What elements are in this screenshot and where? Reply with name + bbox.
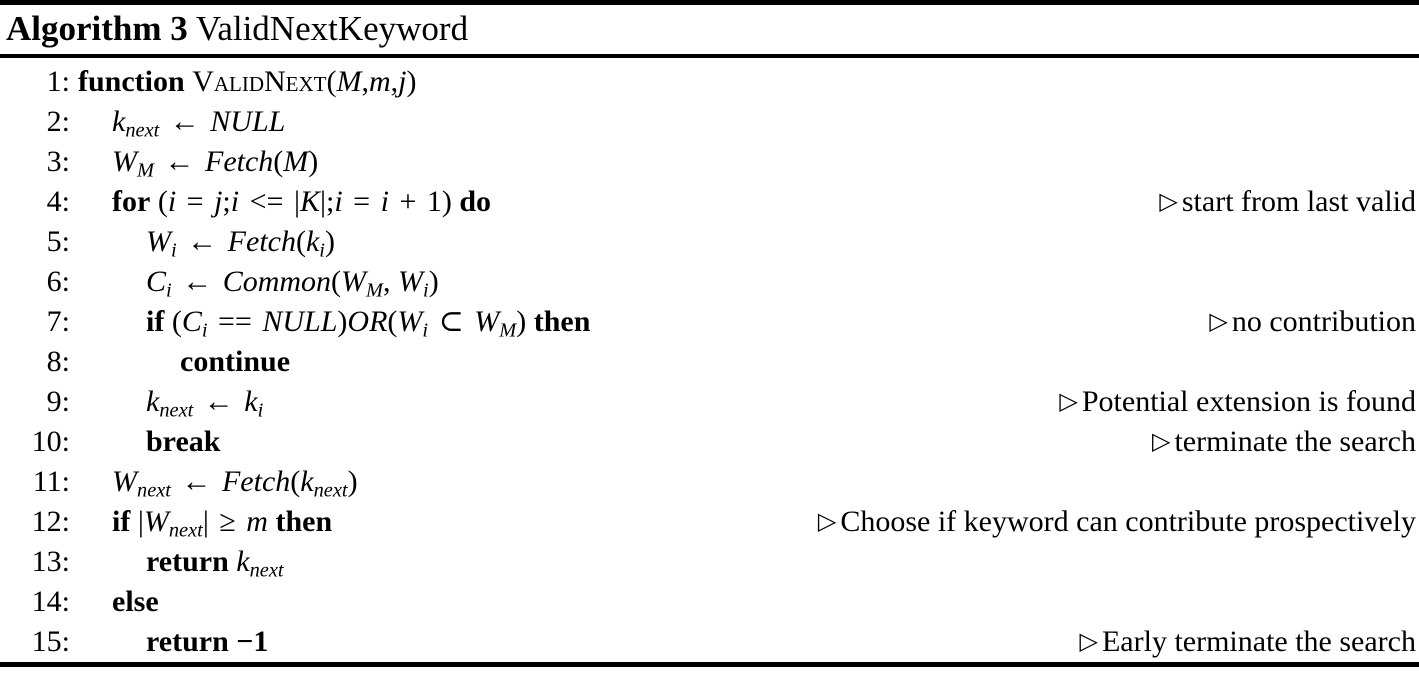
line-comment: ▷Early terminate the search — [1080, 622, 1416, 664]
comment-text: Choose if keyword can contribute prospec… — [840, 505, 1416, 538]
algorithm-line: 7: if (Ci == NULL)OR(Wi ⊂ WM) then ▷no c… — [0, 302, 1419, 342]
algorithm-line: 2: knext ← NULL — [0, 102, 1419, 142]
algorithm-line: 13: return knext — [0, 542, 1419, 582]
algorithm-line: 4: for (i = j;i <= |K|;i = i + 1) do ▷st… — [0, 182, 1419, 222]
algorithm-line: 12: if |Wnext| ≥ m then ▷Choose if keywo… — [0, 502, 1419, 542]
line-number: 5: — [46, 225, 70, 258]
algorithm-line: 5: Wi ← Fetch(ki) — [0, 222, 1419, 262]
comment-text: no contribution — [1231, 305, 1416, 338]
triangle-icon: ▷ — [817, 509, 837, 535]
line-code: if |Wnext| ≥ m then — [112, 505, 333, 542]
triangle-icon: ▷ — [1159, 189, 1178, 215]
line-code: knext ← NULL — [112, 105, 286, 142]
line-number: 3: — [46, 145, 70, 178]
algorithm-number-label: Algorithm 3 — [6, 9, 188, 48]
algorithm-line: 3: WM ← Fetch(M) — [0, 142, 1419, 182]
line-number: 1: — [46, 65, 70, 98]
line-number: 15: — [31, 625, 70, 658]
algorithm-line: 11: Wnext ← Fetch(knext) — [0, 462, 1419, 502]
triangle-icon: ▷ — [1079, 629, 1098, 655]
algorithm-caption: Algorithm 3 ValidNextKeyword — [0, 5, 1419, 54]
line-number: 14: — [31, 585, 70, 618]
line-code: break — [146, 425, 221, 458]
line-code: else — [112, 585, 159, 618]
line-code: WM ← Fetch(M) — [112, 145, 319, 182]
top-rule — [0, 0, 1419, 5]
caption-rule — [0, 54, 1419, 58]
algorithm-line: 1: function ValidNext(M,m,j) — [0, 62, 1419, 102]
triangle-icon: ▷ — [1209, 309, 1228, 335]
algorithm-line: 10: break ▷terminate the search — [0, 422, 1419, 462]
line-number: 6: — [46, 265, 70, 298]
line-code: Wi ← Fetch(ki) — [146, 225, 335, 262]
line-number: 12: — [31, 505, 70, 538]
line-number: 13: — [31, 545, 70, 578]
line-number: 4: — [46, 185, 70, 218]
line-code: for (i = j;i <= |K|;i = i + 1) do — [112, 185, 492, 218]
line-code: Ci ← Common(WM, Wi) — [146, 265, 439, 302]
algorithm-line: 14: else — [0, 582, 1419, 622]
comment-text: terminate the search — [1174, 425, 1416, 458]
algorithm-line: 15: return −1 ▷Early terminate the searc… — [0, 622, 1419, 662]
line-comment: ▷Potential extension is found — [1059, 382, 1416, 424]
comment-text: Early terminate the search — [1101, 625, 1416, 658]
triangle-icon: ▷ — [1151, 429, 1171, 455]
line-number: 10: — [31, 425, 70, 458]
algorithm-line: 6: Ci ← Common(WM, Wi) — [0, 262, 1419, 302]
line-code: return −1 — [146, 625, 269, 658]
triangle-icon: ▷ — [1059, 389, 1078, 415]
line-comment: ▷terminate the search — [1152, 422, 1416, 464]
algorithm-line: 9: knext ← ki ▷Potential extension is fo… — [0, 382, 1419, 422]
line-number: 8: — [46, 345, 70, 378]
line-number: 2: — [46, 105, 70, 138]
algorithm-line: 8: continue — [0, 342, 1419, 382]
line-code: if (Ci == NULL)OR(Wi ⊂ WM) then — [146, 305, 591, 342]
line-code: return knext — [146, 545, 284, 582]
line-comment: ▷start from last valid — [1159, 182, 1416, 224]
line-code: knext ← ki — [146, 385, 264, 422]
algorithm-body: 1: function ValidNext(M,m,j) 2: knext ← … — [0, 58, 1419, 662]
line-code: function ValidNext(M,m,j) — [78, 65, 417, 98]
line-comment: ▷Choose if keyword can contribute prospe… — [818, 502, 1416, 544]
line-comment: ▷no contribution — [1209, 302, 1416, 344]
bottom-rule — [0, 662, 1419, 667]
line-number: 7: — [46, 305, 70, 338]
line-code: continue — [180, 345, 291, 378]
line-number: 11: — [32, 465, 70, 498]
algorithm-title: ValidNextKeyword — [195, 9, 469, 48]
line-number: 9: — [46, 385, 70, 418]
line-code: Wnext ← Fetch(knext) — [112, 465, 358, 502]
comment-text: start from last valid — [1181, 185, 1416, 218]
comment-text: Potential extension is found — [1081, 385, 1416, 418]
